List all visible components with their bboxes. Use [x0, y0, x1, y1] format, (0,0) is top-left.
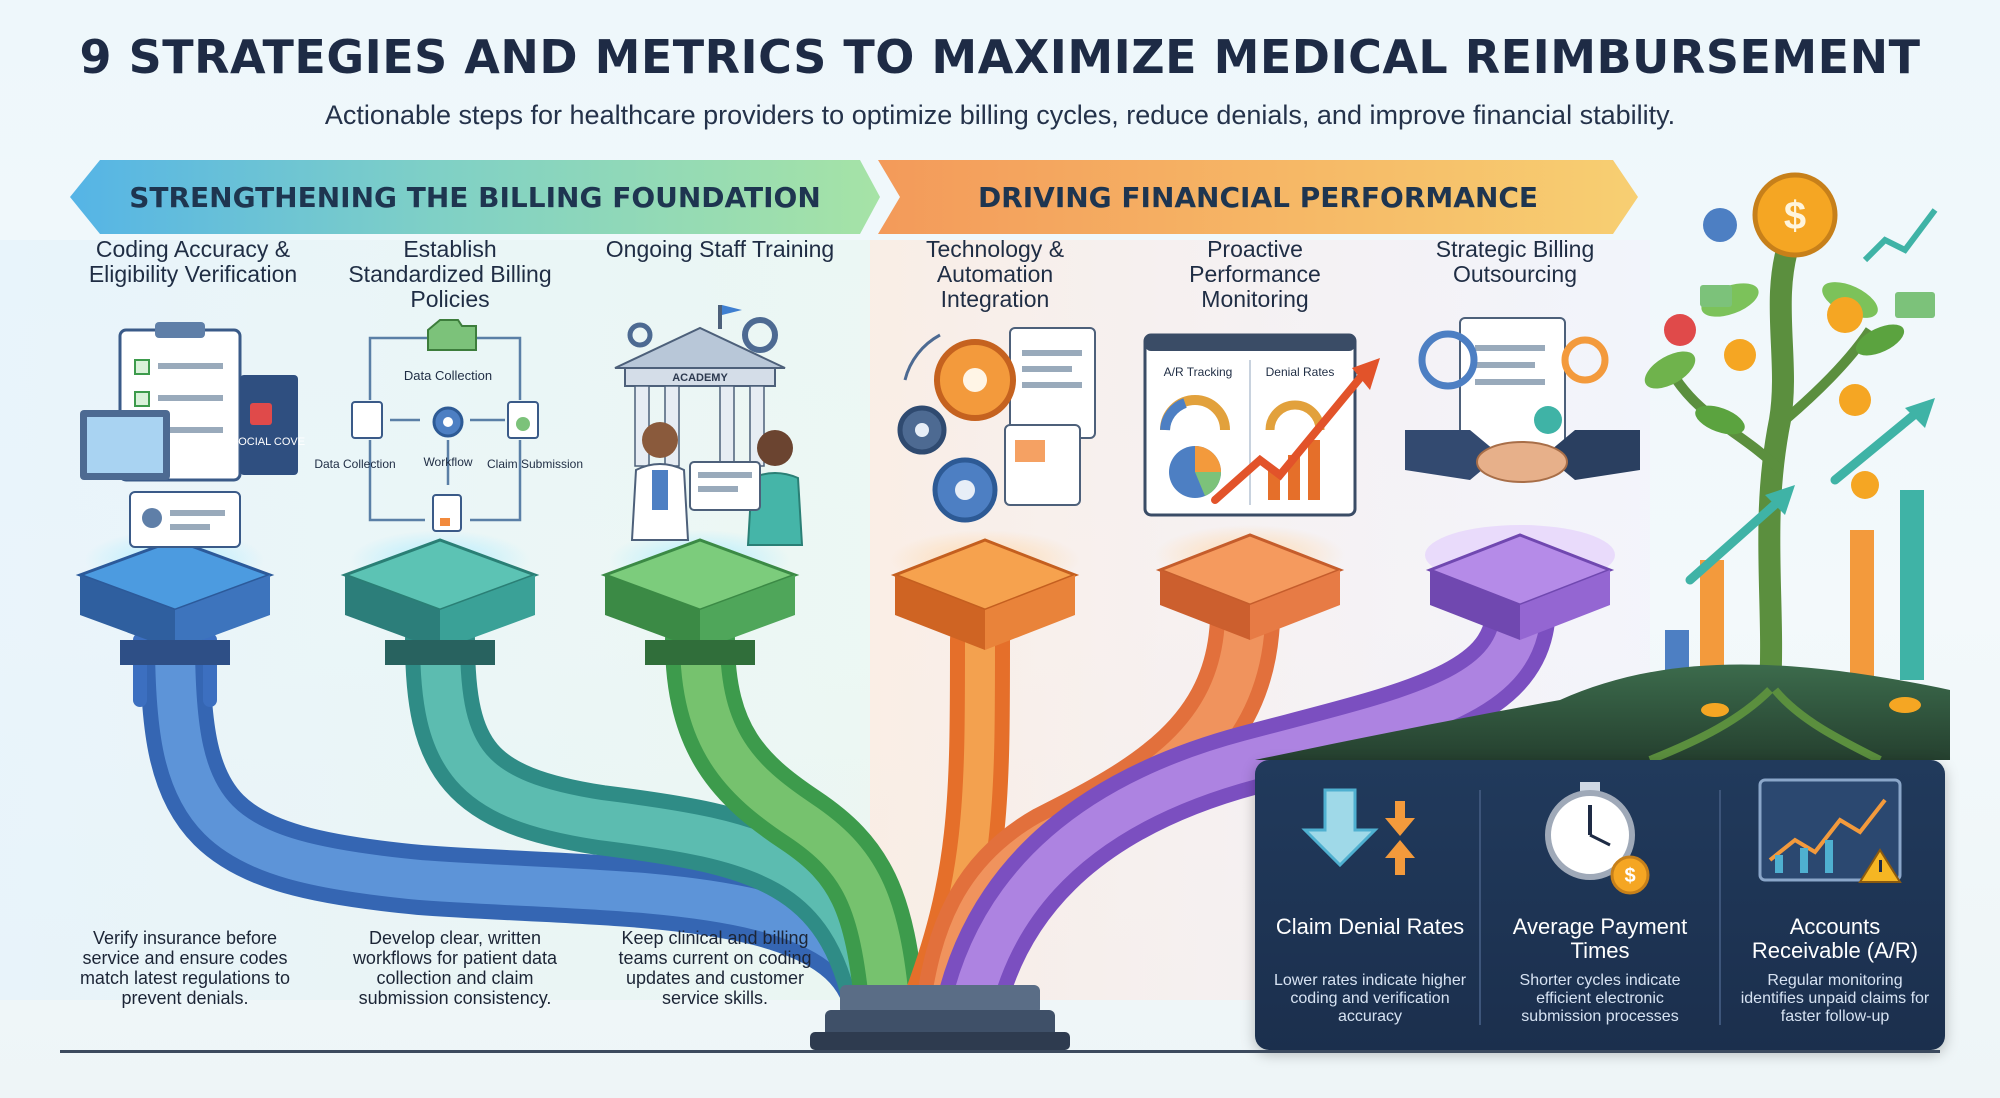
strategy-6-title: Strategic Billing Outsourcing [1435, 236, 1595, 287]
metrics-icons: $ [1301, 778, 1902, 1025]
pedestal-1 [75, 530, 275, 665]
strategy-3-title: Ongoing Staff Training [605, 236, 835, 262]
workflow-icons [351, 319, 539, 532]
strategy-5-title: Proactive Performance Monitoring [1189, 236, 1321, 312]
metric-2-desc: Shorter cycles indicate efficient electr… [1519, 972, 1681, 1025]
banner-billing-foundation: STRENGTHENING THE BILLING FOUNDATION [70, 160, 880, 234]
banner-left-label: STRENGTHENING THE BILLING FOUNDATION [129, 180, 821, 214]
metric-3-title: Accounts Receivable (A/R) [1751, 914, 1919, 963]
metric-3-desc: Regular monitoring identifies unpaid cla… [1740, 972, 1930, 1025]
metric-2-title: Average Payment Times [1512, 914, 1688, 963]
stopwatch-icon: $ [1545, 782, 1650, 895]
svg-text:$: $ [1624, 865, 1635, 887]
pipe-purple [935, 585, 1555, 1045]
pedestal-6 [1425, 525, 1615, 640]
strategy-2-title: Establish Standardized Billing Policies [348, 236, 552, 312]
dashboard-illustration [1143, 333, 1380, 517]
workflow-right-label: Claim Submission [487, 457, 583, 471]
strategy-4-title: Technology & Automation Integration [925, 236, 1065, 312]
growth-tree-illustration: $ [1255, 172, 1950, 764]
pipe-green [665, 605, 925, 1045]
workflow-center-label: Workflow [423, 455, 472, 469]
strategy-3-desc: Keep clinical and billing teams current … [618, 928, 812, 1008]
bottom-divider [60, 1050, 1940, 1053]
pedestal-4 [890, 530, 1080, 650]
page-subtitle: Actionable steps for healthcare provider… [324, 100, 1676, 130]
strategy-1-desc: Verify insurance before service and ensu… [79, 928, 291, 1008]
strategy-2-desc: Develop clear, written workflows for pat… [352, 928, 558, 1008]
clipboard-illustration [80, 322, 298, 548]
banner-financial-performance: DRIVING FINANCIAL PERFORMANCE [878, 160, 1638, 234]
metric-1-title: Claim Denial Rates [1275, 914, 1465, 939]
workflow-top-label: Data Collection [404, 368, 492, 383]
flow-base [810, 985, 1070, 1050]
pedestal-3 [600, 530, 800, 665]
down-arrow-icon [1301, 788, 1415, 875]
svg-text:$: $ [1784, 194, 1806, 238]
page-title: 9 STRATEGIES AND METRICS TO MAXIMIZE MED… [79, 30, 1921, 84]
academy-illustration [614, 305, 804, 546]
pedestal-5 [1155, 525, 1345, 640]
metrics-panel: $ Claim Denial Rates Lower rates indicat… [1255, 760, 1945, 1050]
metric-1-desc: Lower rates indicate higher coding and v… [1273, 972, 1467, 1025]
pedestal-2 [340, 530, 540, 665]
workflow-left-label: Data Collection [314, 457, 395, 471]
strategy-1-title: Coding Accuracy & Eligibility Verificati… [88, 236, 298, 287]
workflow-illustration [368, 336, 522, 522]
gears-documents-illustration [897, 327, 1096, 523]
banner-right-label: DRIVING FINANCIAL PERFORMANCE [977, 180, 1539, 214]
dashboard-left-label: A/R Tracking [1164, 365, 1233, 379]
clipboard-card-label: SOCIAL COVE [231, 436, 305, 448]
academy-label: ACADEMY [672, 372, 728, 384]
handshake-illustration [1405, 317, 1640, 483]
ar-chart-icon [1758, 778, 1902, 883]
dashboard-right-label: Denial Rates [1266, 365, 1335, 379]
